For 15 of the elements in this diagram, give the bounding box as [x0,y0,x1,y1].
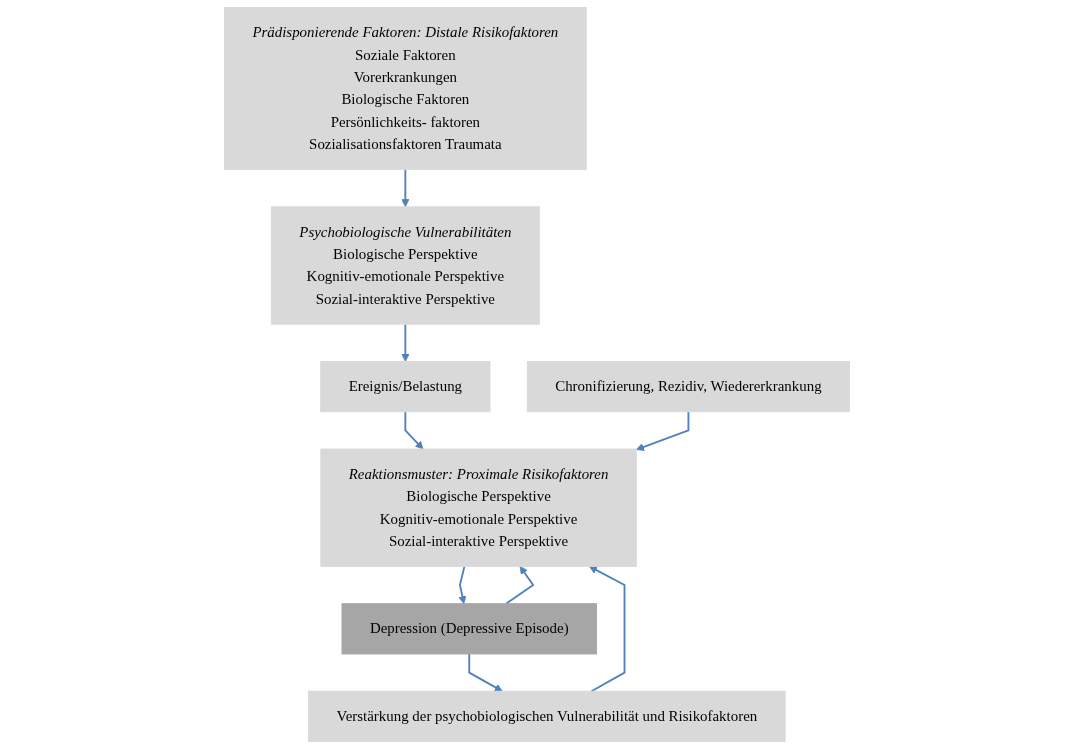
node-box: Psychobiologische Vulnerabilitäten Biologische Perspektive Kognitiv-emotionale Perspektive Sozial-interaktive Perspektive [270,206,540,325]
arrow [636,410,690,451]
arrow [404,410,424,450]
node-box: Verstärkung der psychobiologischen Vulnerabilität und Risikofaktoren [308,690,786,742]
arrow [505,566,535,605]
arrow [588,566,626,693]
arrow [401,323,410,362]
arrow [458,565,467,605]
node-box: Ereignis/Belastung [320,361,491,413]
node-box: Chronifizierung, Rezidiv, Wiedererkrankung [526,361,850,413]
node-box: Prädisponierende Faktoren: Distale Risikofaktoren Soziale Faktoren Vorerkrankungen Biologische Faktoren Persönlichkeits- faktoren Sozialisationsfaktoren Traumata [224,7,587,170]
node-box: Depression (Depressive Episode) [341,603,597,655]
node-box: Reaktionsmuster: Proximale Risikofaktoren Biologische Perspektive Kognitiv-emotionale Perspektive Sozial-interaktive Perspektive [320,448,637,567]
arrow [401,168,410,208]
arrow [468,653,503,692]
